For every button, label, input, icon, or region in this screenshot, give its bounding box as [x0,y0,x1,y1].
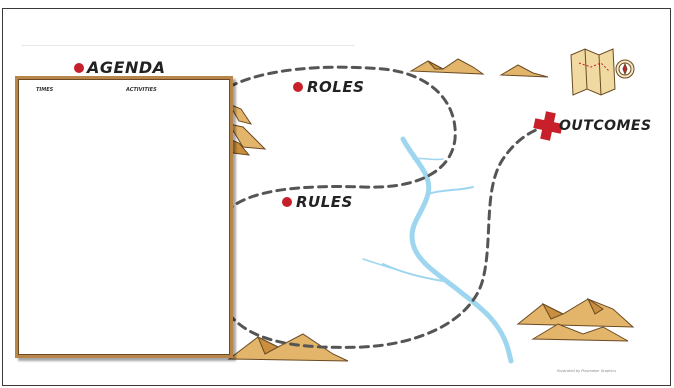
top-guideline [21,45,355,46]
map-icon [570,48,616,96]
roles-label: ROLES [307,78,365,96]
outcomes-label: OUTCOMES [559,118,652,134]
cross-marker-icon [533,111,563,141]
agenda-board: TIMES ACTIVITIES [15,76,233,358]
mountain-cluster-bottom-left [227,333,349,362]
credit-text: Illustrated by Playmaker Graphics [557,369,617,373]
mountain-cluster-left [227,102,267,156]
times-column-header: TIMES [36,87,54,93]
activities-column-header: ACTIVITIES [126,87,157,93]
trail-paths [227,65,545,349]
roles-marker [293,82,303,92]
agenda-label: AGENDA [87,58,166,77]
river [362,136,514,364]
agenda-marker [74,63,84,73]
mountain-cluster-bottom-right [516,297,635,342]
mountain-cluster-top [409,58,549,78]
rules-label: RULES [296,193,353,211]
map-illustration [227,48,635,364]
map-canvas: AGENDA ROLES RULES OUTCOMES TIMES ACTIVI… [2,8,671,386]
compass-icon [615,59,635,79]
rules-marker [282,197,292,207]
